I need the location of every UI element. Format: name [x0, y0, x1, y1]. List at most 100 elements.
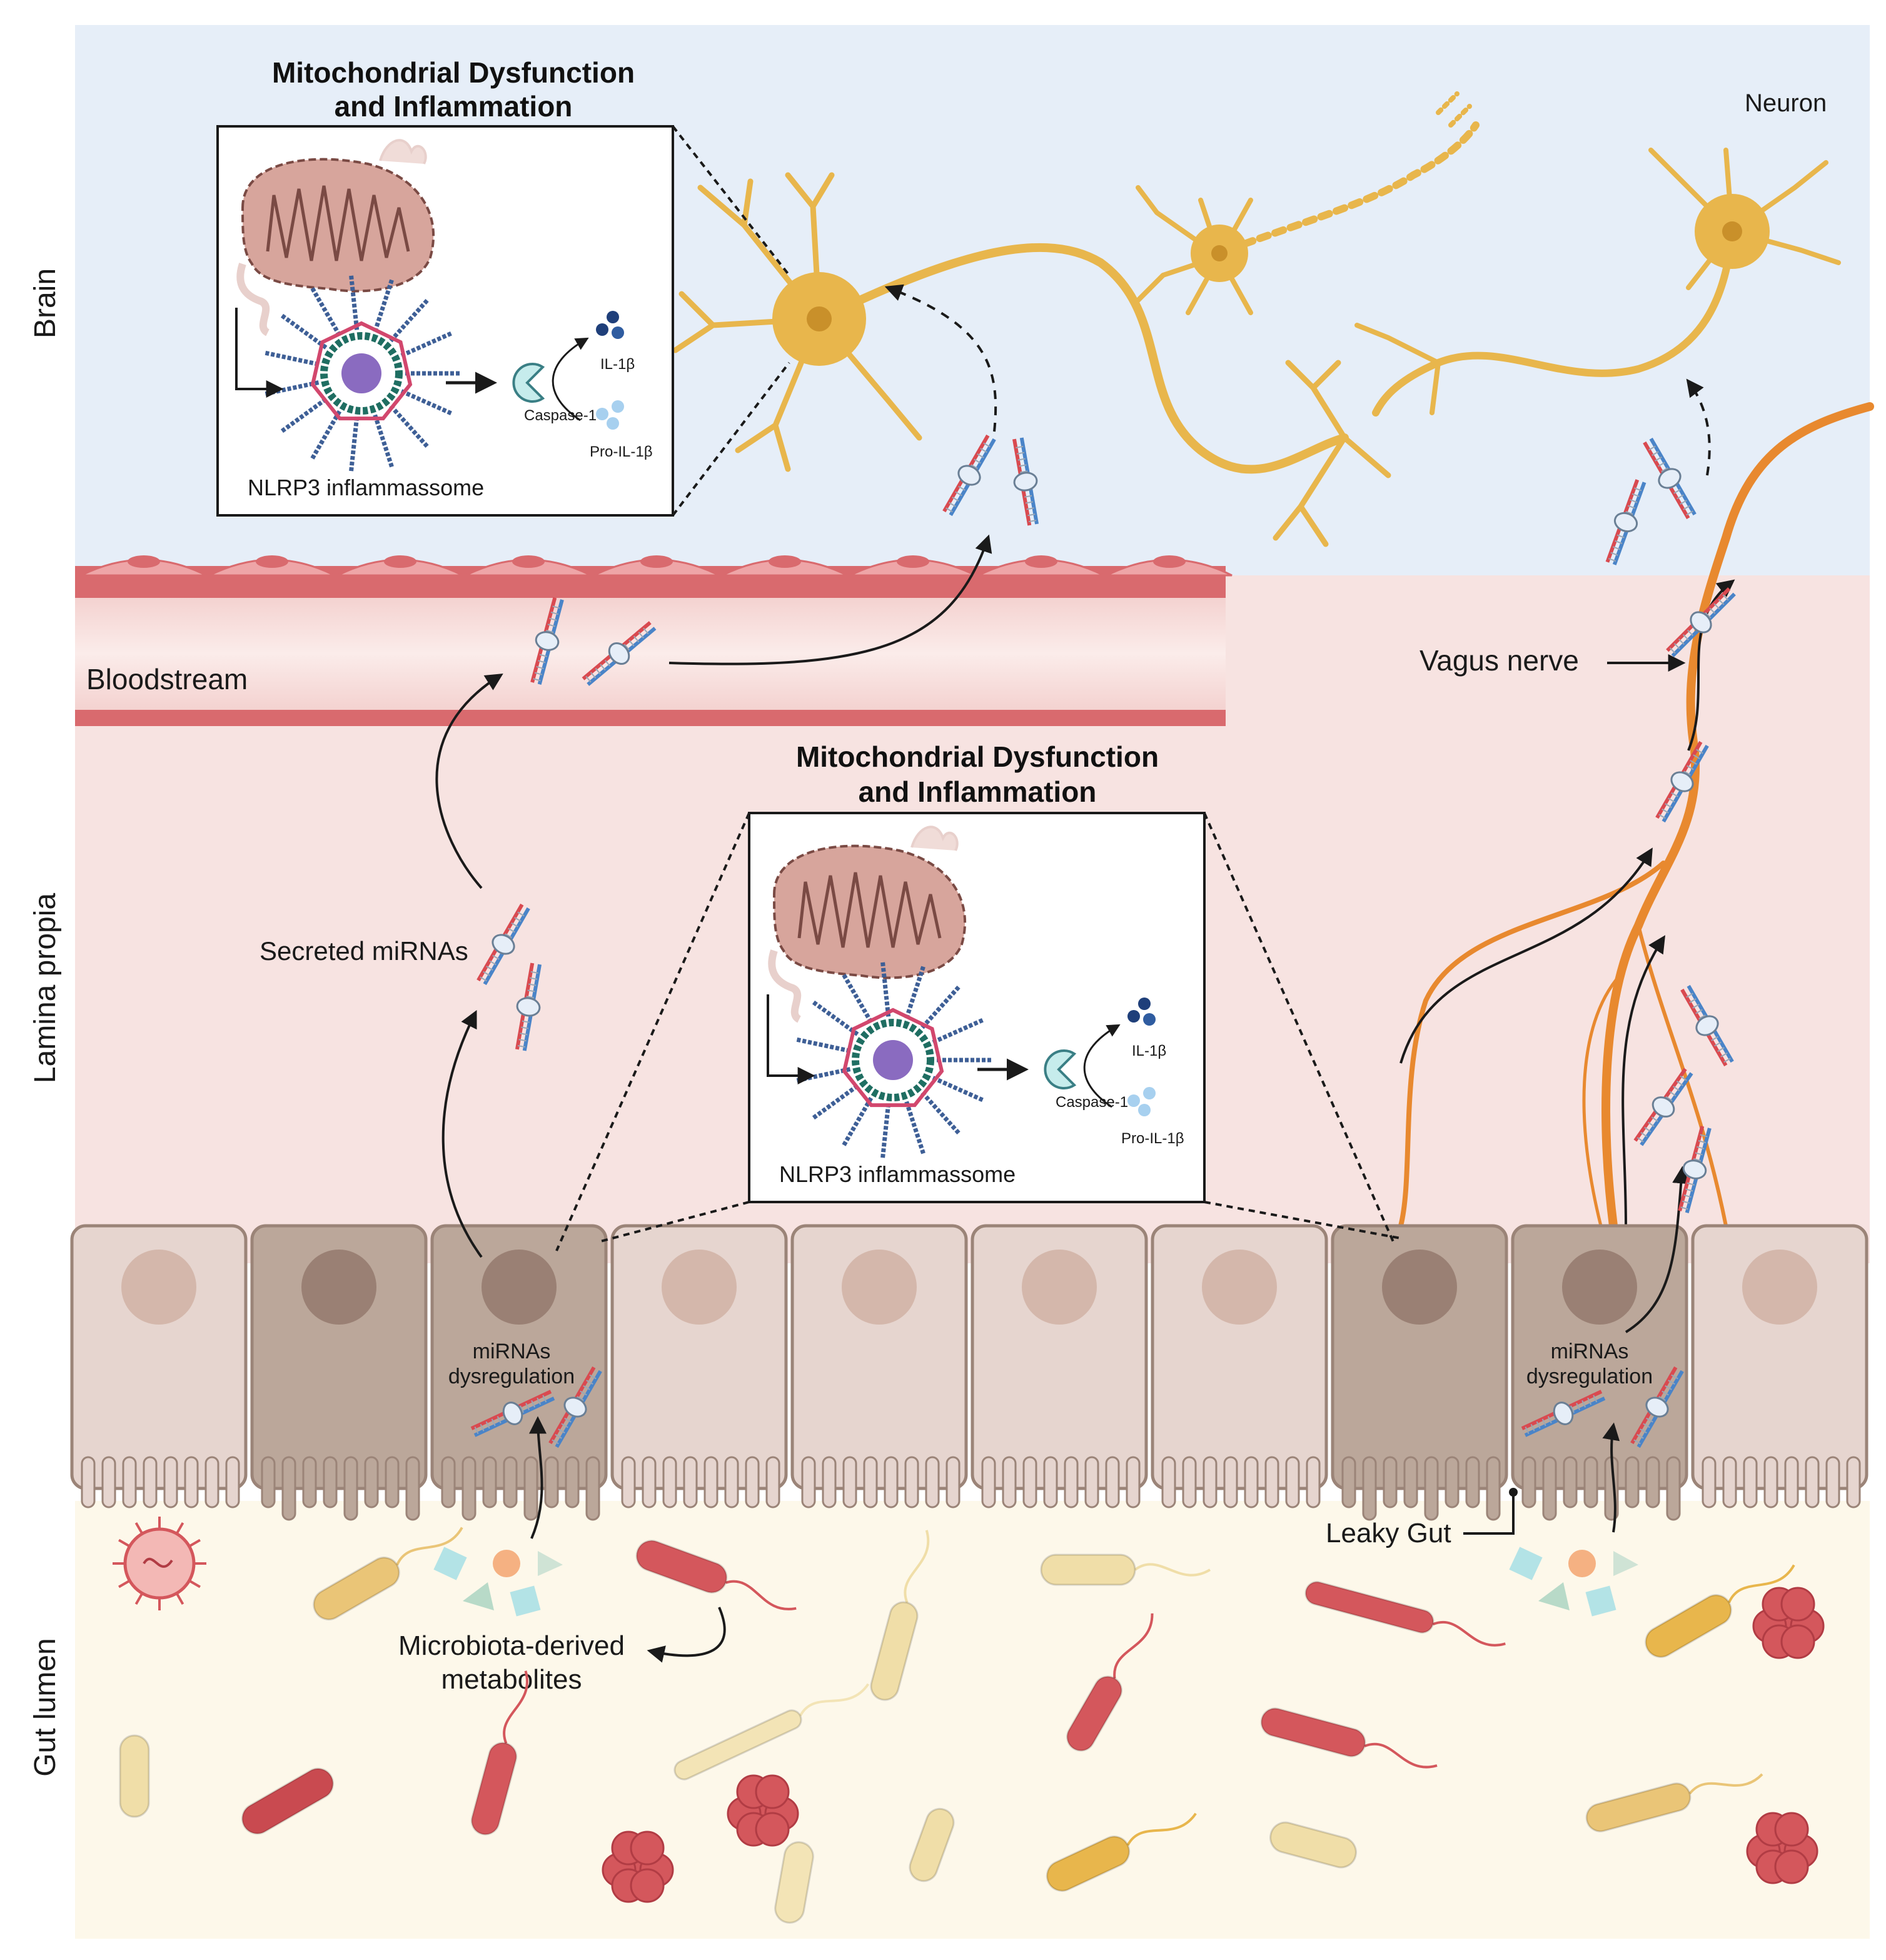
asc-filament	[309, 285, 342, 337]
inset-top-zoom-lines	[672, 125, 790, 517]
microvillus	[1542, 1456, 1557, 1521]
microvillus	[1043, 1456, 1058, 1508]
microvillus	[1563, 1456, 1578, 1508]
caspase-label: Caspase-1	[1056, 1094, 1128, 1111]
bacterium-rod	[1645, 1564, 1795, 1658]
mirna-duplex	[548, 1366, 602, 1448]
endothelial-nucleus	[769, 555, 801, 568]
neuron-degenerating	[1136, 91, 1480, 315]
microvillus	[225, 1456, 240, 1508]
il1b-particle	[1143, 1013, 1156, 1026]
cell-nucleus	[842, 1250, 917, 1325]
mirna-duplex	[470, 1390, 555, 1437]
microvillus	[1424, 1456, 1439, 1521]
epithelial-cell	[790, 1224, 968, 1508]
bacterium-cluster	[1752, 1587, 1825, 1659]
neuron-main-nucleus	[807, 306, 832, 331]
microvillus	[163, 1456, 178, 1508]
mirna-duplex	[477, 903, 530, 986]
microvillus	[585, 1456, 600, 1521]
inflammasome-center	[341, 353, 381, 393]
mito-leak	[236, 263, 270, 336]
epithelial-cell	[1331, 1224, 1508, 1521]
endothelial-nucleus	[640, 555, 673, 568]
metabolite-square	[1509, 1547, 1543, 1580]
microvillus	[1743, 1456, 1758, 1508]
nlrp3-label: NLRP3 inflammassome	[779, 1161, 1016, 1187]
gut-lumen-region	[75, 1501, 1870, 1939]
microvillus	[884, 1456, 899, 1508]
microvillus	[1583, 1456, 1598, 1508]
mirna-duplex	[1643, 437, 1697, 520]
inset-top-title-2: and Inflammation	[335, 90, 573, 123]
caspase-label: Caspase-1	[524, 407, 597, 424]
microvillus	[143, 1456, 158, 1508]
microvillus	[1784, 1456, 1799, 1508]
microvillus	[801, 1456, 816, 1508]
mirna-duplex	[582, 621, 657, 686]
cell-nucleus	[121, 1250, 196, 1325]
microvillus	[1064, 1456, 1079, 1508]
microvillus	[1223, 1456, 1238, 1508]
bacterium-rod	[1269, 1821, 1357, 1869]
il1b-label: IL-1β	[600, 356, 635, 373]
asc-filament	[389, 297, 430, 343]
zone-label-lamina: Lamina propia	[29, 893, 62, 1084]
mirna-duplex	[1012, 437, 1039, 526]
asc-filament	[263, 350, 320, 366]
bacterium-rod	[241, 1767, 334, 1835]
microvillus	[925, 1456, 940, 1508]
microvillus	[724, 1456, 739, 1508]
bacterium-rod	[1046, 1812, 1197, 1892]
bacterium-rod	[313, 1527, 463, 1620]
proil1b-particle	[612, 400, 624, 413]
microvillus	[703, 1456, 719, 1508]
proil1b-particle	[596, 408, 608, 420]
bacterium-cluster	[1746, 1812, 1818, 1884]
dysregulation-label-1b: dysregulation	[448, 1365, 575, 1388]
bacterium-cluster	[727, 1774, 799, 1847]
metabolite-triangle	[1613, 1551, 1638, 1576]
microvillus	[1105, 1456, 1120, 1508]
cell-nucleus	[1742, 1250, 1817, 1325]
proil1b-particle	[607, 417, 619, 430]
bacterium-rod	[870, 1530, 930, 1701]
microvillus	[1285, 1456, 1300, 1508]
mitochondrion	[241, 158, 435, 293]
metabolites-label-2: metabolites	[441, 1664, 582, 1695]
microvillus	[184, 1456, 199, 1508]
microvillus	[343, 1456, 358, 1521]
bloodstream-label: Bloodstream	[86, 663, 248, 695]
bacterium-rod	[1585, 1773, 1763, 1832]
microvillus	[1306, 1456, 1321, 1508]
microvillus	[565, 1456, 580, 1508]
microvillus	[1445, 1456, 1460, 1508]
il1b-label: IL-1β	[1132, 1043, 1166, 1059]
bacterium-rod	[1304, 1580, 1506, 1647]
mirna-duplex	[1678, 1126, 1712, 1213]
proil1b-particle	[1138, 1104, 1151, 1116]
microvillus	[621, 1456, 636, 1508]
microvillus	[842, 1456, 857, 1508]
mirna-duplex	[1605, 479, 1646, 565]
bacterium-rod	[1260, 1707, 1438, 1769]
inset-arrow-down	[235, 308, 284, 398]
microvillus	[1341, 1456, 1356, 1508]
microvillus	[1022, 1456, 1037, 1508]
asc-filament	[279, 397, 328, 434]
microvillus	[261, 1456, 276, 1508]
cleavage-arrow	[1083, 1024, 1121, 1108]
microvillus	[745, 1456, 760, 1508]
bacterium-rod	[119, 1734, 150, 1818]
endothelial-nucleus	[512, 555, 545, 568]
neuron-label: Neuron	[1745, 89, 1827, 117]
microvillus	[1486, 1456, 1501, 1521]
mitochondrion-cristae	[797, 872, 942, 948]
mirna-duplex	[1521, 1390, 1606, 1437]
microvillus	[461, 1456, 477, 1521]
bacterium-rod	[470, 1670, 528, 1836]
microvillus	[1722, 1456, 1737, 1508]
metabolite-square	[433, 1547, 467, 1580]
vagus-signal-arrows	[1399, 579, 1735, 1226]
mirna-group	[470, 434, 1736, 1448]
